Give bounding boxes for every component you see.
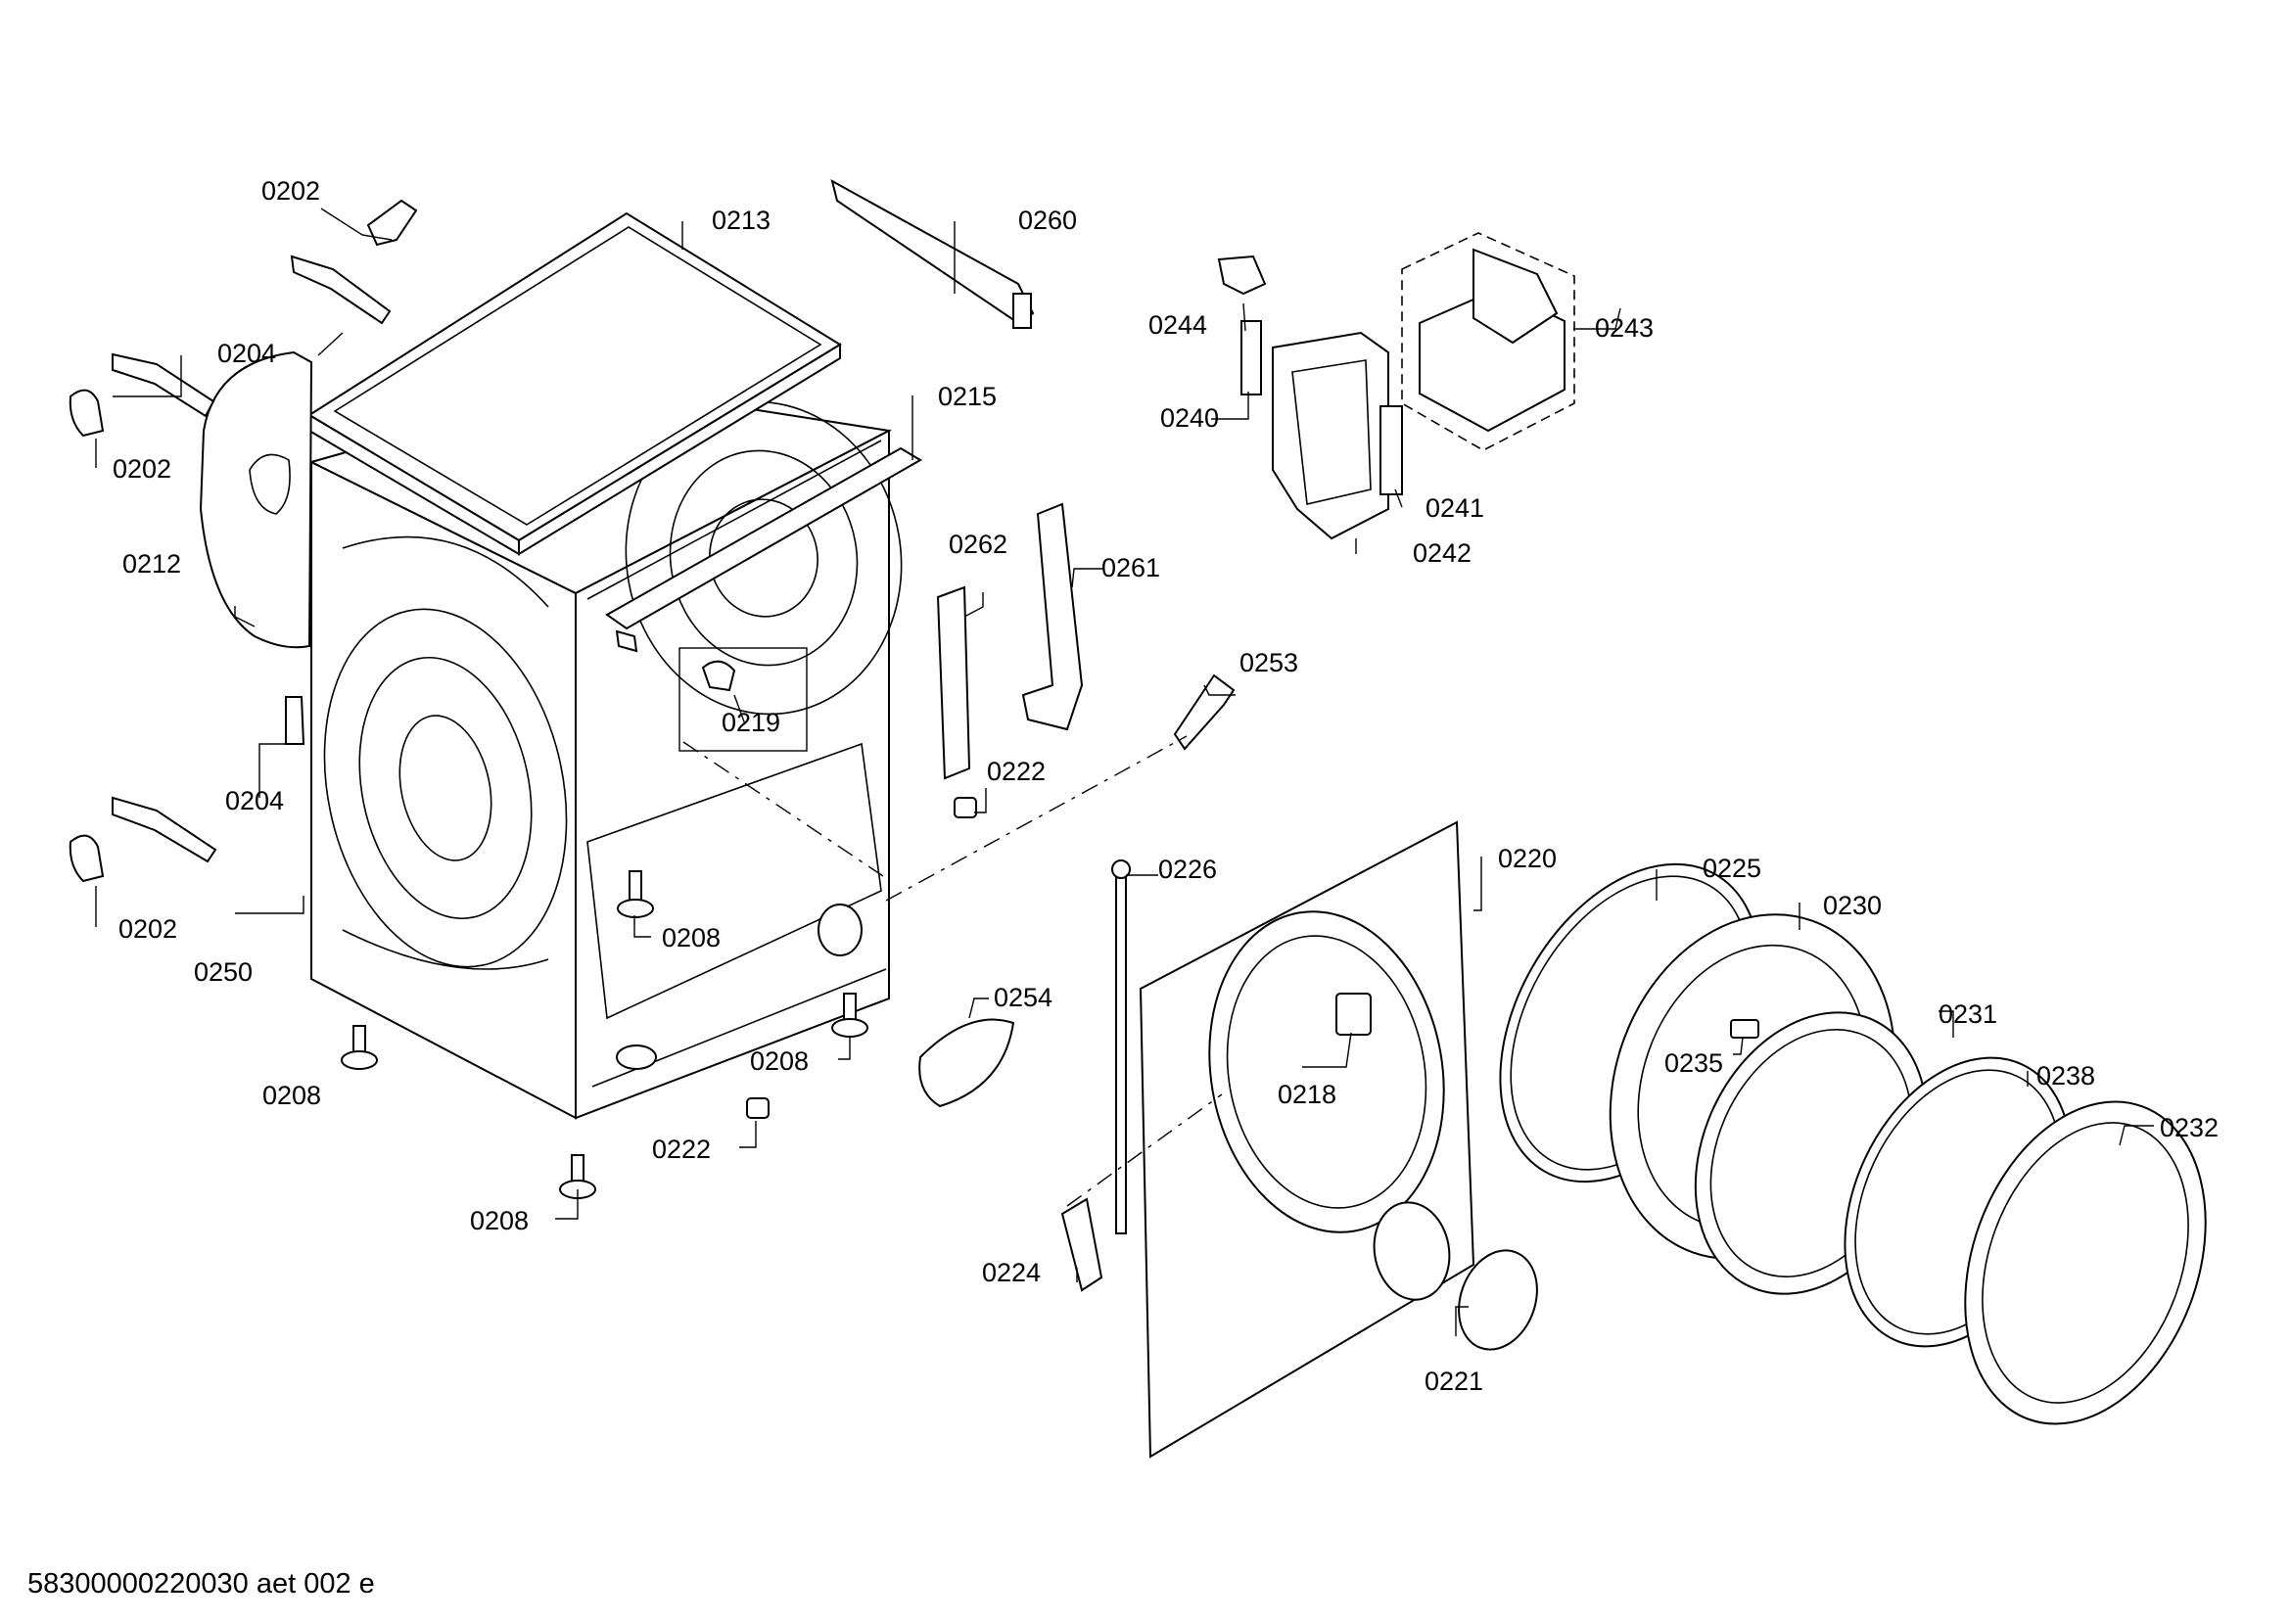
- support-0253: [1173, 673, 1236, 751]
- clip-0202-top: [366, 199, 418, 247]
- label-0226: 0226: [1158, 855, 1217, 884]
- connector-0240: [1240, 320, 1262, 395]
- label-0222-mid: 0222: [987, 757, 1046, 786]
- label-0222-low: 0222: [652, 1135, 711, 1164]
- foot-0208-3: [831, 993, 868, 1038]
- detail-box-0219: [678, 647, 808, 752]
- hinge-0235: [1730, 1019, 1759, 1039]
- rod-0226: [1111, 859, 1131, 1234]
- foot-0208-side: [285, 696, 305, 745]
- alignment-line-1: [682, 741, 884, 877]
- drawing-id: 58300000220030 aet 002 e: [27, 1568, 375, 1600]
- control-module-0243: [1401, 232, 1575, 451]
- label-0225: 0225: [1703, 854, 1761, 883]
- shock-absorber-0204-low: [112, 796, 217, 863]
- label-0224: 0224: [982, 1258, 1041, 1287]
- label-0219: 0219: [722, 708, 780, 737]
- plug-0222-mid: [954, 797, 977, 818]
- label-0260: 0260: [1018, 206, 1077, 235]
- label-0231: 0231: [1939, 999, 1997, 1029]
- label-0202-top: 0202: [261, 176, 320, 206]
- bracket-0262: [936, 585, 971, 780]
- cross-strut-0215: [605, 446, 922, 653]
- shock-absorber-0204-mid: [112, 352, 215, 418]
- label-0238: 0238: [2036, 1061, 2095, 1090]
- label-0253: 0253: [1239, 648, 1298, 677]
- flap-0254: [918, 1018, 1015, 1108]
- outer-door-ring-0232: [1964, 1100, 2207, 1425]
- label-0215: 0215: [938, 382, 997, 411]
- label-0243: 0243: [1595, 313, 1654, 343]
- label-0213: 0213: [712, 206, 771, 235]
- bracket-0219: [701, 660, 736, 692]
- label-0208-2: 0208: [262, 1081, 321, 1110]
- clip-0202-low: [69, 834, 105, 883]
- label-0221: 0221: [1425, 1367, 1483, 1396]
- label-0261: 0261: [1101, 553, 1160, 582]
- label-0202-mid: 0202: [113, 454, 171, 484]
- label-0204-top: 0204: [217, 339, 276, 368]
- label-0204-low: 0204: [225, 786, 284, 815]
- housing-0242: [1272, 331, 1389, 540]
- label-0218: 0218: [1278, 1080, 1336, 1109]
- label-0232: 0232: [2160, 1113, 2219, 1142]
- handle-0224: [1060, 1197, 1103, 1292]
- part-labels: 0202 0213 0260 0204 0202 0215 0212 0244 …: [113, 176, 2219, 1396]
- label-0262: 0262: [949, 530, 1007, 559]
- sensor-0244: [1217, 255, 1267, 296]
- front-panel-0220: [1139, 820, 1475, 1459]
- label-0230: 0230: [1823, 891, 1882, 920]
- label-0208-1: 0208: [662, 923, 721, 952]
- cover-0221: [1458, 1249, 1538, 1351]
- hose-holder-0261: [1021, 502, 1084, 731]
- label-0212: 0212: [122, 549, 181, 579]
- label-0244: 0244: [1148, 310, 1207, 340]
- rail-0260: [830, 179, 1035, 329]
- label-0254: 0254: [994, 983, 1052, 1012]
- label-0208-3: 0208: [750, 1046, 809, 1076]
- foot-0208-1: [617, 870, 654, 918]
- leader-lines: [95, 208, 2154, 1336]
- foot-0208-2: [341, 1025, 378, 1070]
- shock-absorber-0204-top: [290, 255, 392, 325]
- module-0241: [1379, 405, 1403, 495]
- label-0242: 0242: [1413, 538, 1472, 568]
- label-0235: 0235: [1664, 1048, 1723, 1078]
- housing-side-rings: [323, 535, 568, 970]
- door-lock-0218: [1335, 993, 1372, 1036]
- rear-panel-0212: [199, 350, 313, 649]
- plug-0222-low: [746, 1097, 770, 1119]
- clip-0202-mid: [69, 389, 105, 438]
- label-0208-4: 0208: [470, 1206, 529, 1235]
- label-0220: 0220: [1498, 844, 1557, 873]
- top-cover-0213: [307, 211, 842, 556]
- label-0240: 0240: [1160, 403, 1219, 433]
- label-0250: 0250: [194, 957, 253, 987]
- alignment-line-3: [1066, 1093, 1223, 1207]
- label-0241: 0241: [1425, 493, 1484, 523]
- label-0202-low: 0202: [118, 914, 177, 944]
